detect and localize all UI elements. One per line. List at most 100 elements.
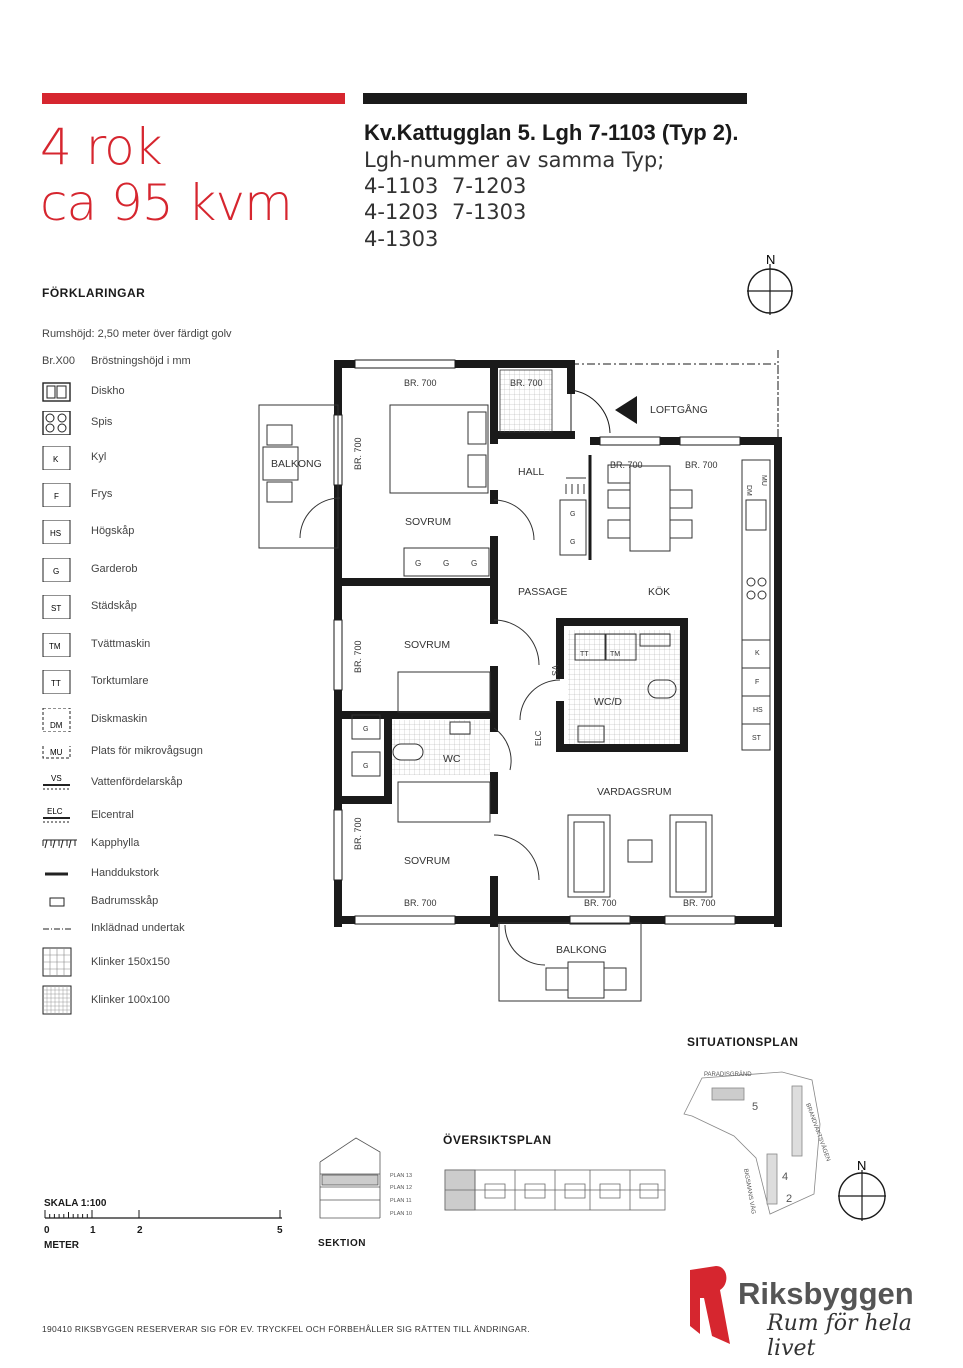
tall-cabinet-icon: HS — [42, 520, 71, 544]
svg-text:G: G — [570, 539, 575, 546]
apt-number: 4-1203 — [364, 200, 439, 224]
disclaimer: 190410 RIKSBYGGEN RESERVERAR SIG FÖR EV.… — [42, 1324, 530, 1334]
apt-number: 7-1203 — [452, 174, 527, 198]
legend-item: TT Torktumlare — [42, 670, 242, 696]
svg-text:HS: HS — [753, 707, 763, 714]
legend-label: Garderob — [91, 563, 138, 575]
svg-text:TM: TM — [49, 642, 61, 651]
site-north-arrow-icon: N — [838, 1158, 886, 1221]
legend-item: DM Diskmaskin — [42, 708, 242, 734]
room-label-hall: HALL — [518, 466, 544, 478]
svg-text:ST: ST — [752, 735, 762, 742]
legend-label: Klinker 150x150 — [91, 956, 170, 968]
svg-text:F: F — [755, 679, 759, 686]
legend-label: Klinker 100x100 — [91, 994, 170, 1006]
legend-item: Br.X00 Bröstningshöjd i mm — [42, 350, 242, 376]
room-label-wcd: WC/D — [594, 696, 622, 708]
legend-label: Kapphylla — [91, 837, 140, 849]
svg-text:G: G — [53, 567, 59, 576]
freezer-icon: F — [42, 483, 71, 507]
room-label-sovrum-2: SOVRUM — [404, 639, 450, 651]
sink-icon — [42, 382, 71, 402]
legend-item: Inklädnad undertak — [42, 917, 242, 943]
scale-tick: 0 — [44, 1225, 50, 1236]
svg-text:ELC: ELC — [534, 730, 543, 746]
svg-text:BR. 700: BR. 700 — [685, 460, 718, 470]
legend-title: FÖRKLARINGAR — [42, 286, 146, 300]
legend-label: Vattenfördelarskåp — [91, 776, 183, 788]
svg-text:HS: HS — [50, 529, 61, 538]
oversiktsplan-title: ÖVERSIKTSPLAN — [443, 1133, 552, 1147]
apartment-title: Kv.Kattugglan 5. Lgh 7-1103 (Typ 2). — [364, 120, 739, 145]
svg-text:BR. 700: BR. 700 — [353, 640, 363, 673]
ceiling-height: Rumshöjd: 2,50 meter över färdigt golv — [42, 328, 232, 340]
legend-label: Spis — [91, 416, 113, 428]
scale-title: SKALA 1:100 — [44, 1198, 107, 1209]
room-label-loftgang: LOFTGÅNG — [650, 403, 708, 416]
legend-item: K Kyl — [42, 446, 242, 472]
room-label-sovrum-1: SOVRUM — [405, 516, 451, 528]
br700: BR. 700 — [404, 378, 437, 388]
legend-item: VS Vattenfördelarskåp — [42, 771, 242, 797]
apt-number: 4-1303 — [364, 227, 439, 251]
apartment-subtitle: Lgh-nummer av samma Typ; — [364, 148, 665, 172]
legend-item: ST Städskåp — [42, 595, 242, 621]
coat-rack-icon — [42, 839, 77, 849]
stove-icon — [42, 411, 71, 435]
svg-text:G: G — [415, 559, 421, 568]
towel-rail-icon — [45, 872, 68, 876]
washing-machine-icon: TM — [42, 633, 71, 657]
svg-text:MU: MU — [760, 475, 767, 486]
room-label-vardagsrum: VARDAGSRUM — [597, 786, 671, 798]
svg-text:PLAN 12: PLAN 12 — [390, 1185, 412, 1191]
apt-number: 7-1303 — [452, 200, 527, 224]
floor-plan: LOFTGÅNG BALKONG BR. 700 BR. 700 SOVRUM … — [258, 350, 782, 1002]
water-distribution-icon: VS — [43, 774, 70, 790]
svg-text:MU: MU — [50, 748, 63, 757]
site-plan: PARADISGRÄND BRANDVAKTSVÄGEN BIGSMANS VÄ… — [683, 1071, 832, 1215]
situationsplan-title: SITUATIONSPLAN — [687, 1035, 799, 1049]
svg-text:BR. 700: BR. 700 — [404, 898, 437, 908]
riksbyggen-logo-icon — [690, 1266, 730, 1344]
legend-label: Bröstningshöjd i mm — [91, 355, 191, 367]
legend-item: HS Högskåp — [42, 520, 242, 546]
scale-tick: 5 — [277, 1225, 283, 1236]
room-label-sovrum-3: SOVRUM — [404, 855, 450, 867]
svg-text:ST: ST — [51, 604, 61, 613]
legend-item: Diskho — [42, 380, 242, 406]
legend-label: Frys — [91, 488, 113, 500]
svg-text:VS: VS — [51, 774, 62, 783]
svg-text:4: 4 — [782, 1171, 788, 1183]
electrical-panel-icon: ELC — [43, 807, 70, 823]
lowered-ceiling-icon — [43, 928, 71, 930]
black-header-bar — [363, 93, 747, 104]
legend-item: Badrumsskåp — [42, 890, 242, 916]
svg-text:5: 5 — [752, 1101, 758, 1113]
legend-label: Kyl — [91, 451, 107, 463]
legend-item: Klinker 100x100 — [42, 985, 242, 1015]
scale-bar — [44, 1210, 282, 1219]
tile-100-icon — [42, 985, 72, 1015]
svg-text:F: F — [54, 492, 59, 501]
legend-item: MU Plats för mikrovågsugn — [42, 740, 242, 766]
section-title: SEKTION — [318, 1238, 366, 1249]
svg-text:BR. 700: BR. 700 — [584, 898, 617, 908]
legend-item: Klinker 150x150 — [42, 947, 242, 977]
scale-tick: 2 — [137, 1225, 143, 1236]
svg-text:G: G — [570, 511, 575, 518]
red-header-bar — [42, 93, 345, 104]
legend-item: Spis — [42, 411, 242, 437]
brand-slogan: Rum för hela livet — [767, 1311, 912, 1361]
brand-name: Riksbyggen — [738, 1276, 914, 1311]
room-label-passage: PASSAGE — [518, 586, 567, 598]
legend-item: ELC Elcentral — [42, 804, 242, 830]
legend-label: Tvättmaskin — [91, 638, 151, 650]
svg-text:G: G — [471, 559, 477, 568]
legend-label: Badrumsskåp — [91, 895, 159, 907]
svg-text:PLAN 10: PLAN 10 — [390, 1211, 412, 1217]
svg-text:VS: VS — [550, 665, 559, 676]
svg-text:2: 2 — [786, 1193, 792, 1205]
svg-text:ELC: ELC — [47, 807, 63, 816]
room-label-kok: KÖK — [648, 586, 670, 598]
legend-label: Torktumlare — [91, 675, 149, 687]
